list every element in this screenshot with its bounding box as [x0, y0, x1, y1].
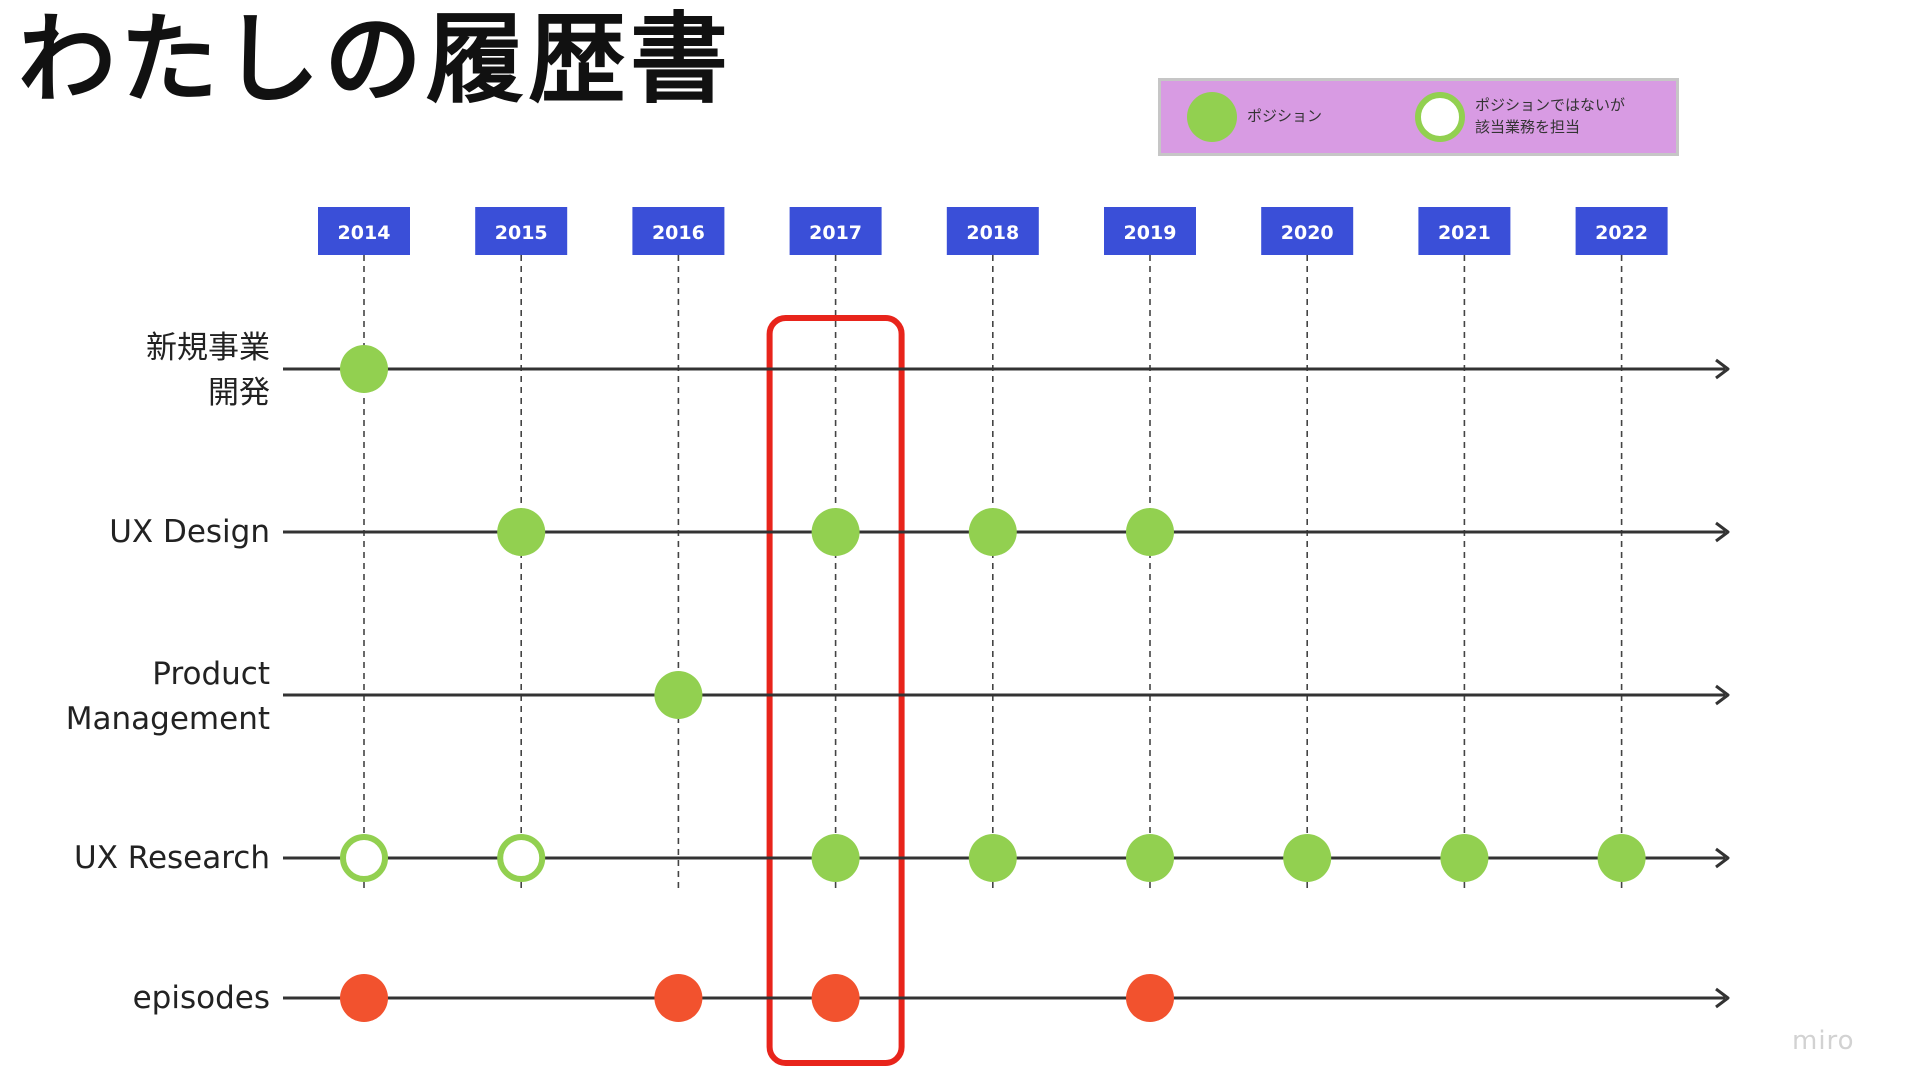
- year-label-2014: 2014: [338, 222, 391, 244]
- position-marker-ux-research-2021: [1440, 834, 1489, 882]
- episode-marker-episodes-2017: [811, 974, 860, 1022]
- year-label-2016: 2016: [652, 222, 705, 244]
- year-box-2016: [632, 207, 725, 255]
- timeline-arrow-icon-episodes: [1715, 987, 1730, 1009]
- position-marker-ux-design-2018: [968, 508, 1017, 556]
- episode-marker-episodes-2016: [654, 974, 703, 1022]
- year-box-2022: [1575, 207, 1668, 255]
- row-label-new-business: 新規事業開発: [146, 330, 270, 411]
- legend: ポジション ポジションではないが 該当業務を担当: [1158, 78, 1679, 156]
- year-box-2021: [1418, 207, 1511, 255]
- position-marker-ux-research-2020: [1283, 834, 1332, 882]
- year-label-2022: 2022: [1595, 222, 1648, 244]
- watermark-logo: miro: [1792, 1026, 1855, 1056]
- year-label-2021: 2021: [1438, 222, 1491, 244]
- timeline-arrow-icon-ux-design: [1715, 521, 1730, 543]
- position-marker-ux-design-2019: [1126, 508, 1174, 556]
- position-marker-ux-research-2018: [968, 834, 1017, 882]
- year-box-2015: [475, 207, 568, 255]
- position-marker-product-management-2016: [654, 671, 703, 719]
- legend-filled-dot-icon: [1187, 92, 1237, 142]
- non-position-marker-ux-research-2015: [497, 834, 546, 882]
- year-box-2014: [318, 207, 410, 255]
- year-label-2015: 2015: [495, 222, 548, 244]
- year-box-2019: [1104, 207, 1196, 255]
- position-marker-new-business-2014: [340, 345, 388, 393]
- timeline-arrow-icon-new-business: [1715, 358, 1730, 380]
- legend-item-non-position: ポジションではないが 該当業務を担当: [1415, 92, 1625, 142]
- legend-label-position: ポジション: [1247, 107, 1323, 126]
- year-box-2018: [946, 207, 1039, 255]
- row-label-episodes: episodes: [132, 979, 270, 1016]
- row-label-ux-design: UX Design: [109, 513, 270, 550]
- position-marker-ux-research-2022: [1597, 834, 1646, 882]
- highlight-frame-2017: [766, 315, 905, 1066]
- page-title: わたしの履歴書: [18, 3, 733, 117]
- position-marker-ux-design-2017: [811, 508, 860, 556]
- episode-marker-episodes-2014: [340, 974, 388, 1022]
- legend-outline-dot-icon: [1415, 92, 1465, 142]
- legend-item-position: ポジション: [1187, 92, 1322, 142]
- row-label-ux-research: UX Research: [74, 839, 270, 876]
- year-label-2018: 2018: [966, 222, 1019, 244]
- position-marker-ux-research-2019: [1126, 834, 1174, 882]
- year-label-2019: 2019: [1124, 222, 1177, 244]
- year-box-2020: [1261, 207, 1354, 255]
- year-box-2017: [789, 207, 882, 255]
- position-marker-ux-design-2015: [497, 508, 546, 556]
- timeline-arrow-icon-ux-research: [1715, 847, 1730, 869]
- non-position-marker-ux-research-2014: [340, 834, 388, 882]
- year-label-2017: 2017: [809, 222, 862, 244]
- legend-label-non-position: ポジションではないが 該当業務を担当: [1475, 96, 1626, 136]
- position-marker-ux-research-2017: [811, 834, 860, 882]
- episode-marker-episodes-2019: [1126, 974, 1174, 1022]
- year-label-2020: 2020: [1281, 222, 1334, 244]
- timeline-arrow-icon-product-management: [1715, 684, 1730, 706]
